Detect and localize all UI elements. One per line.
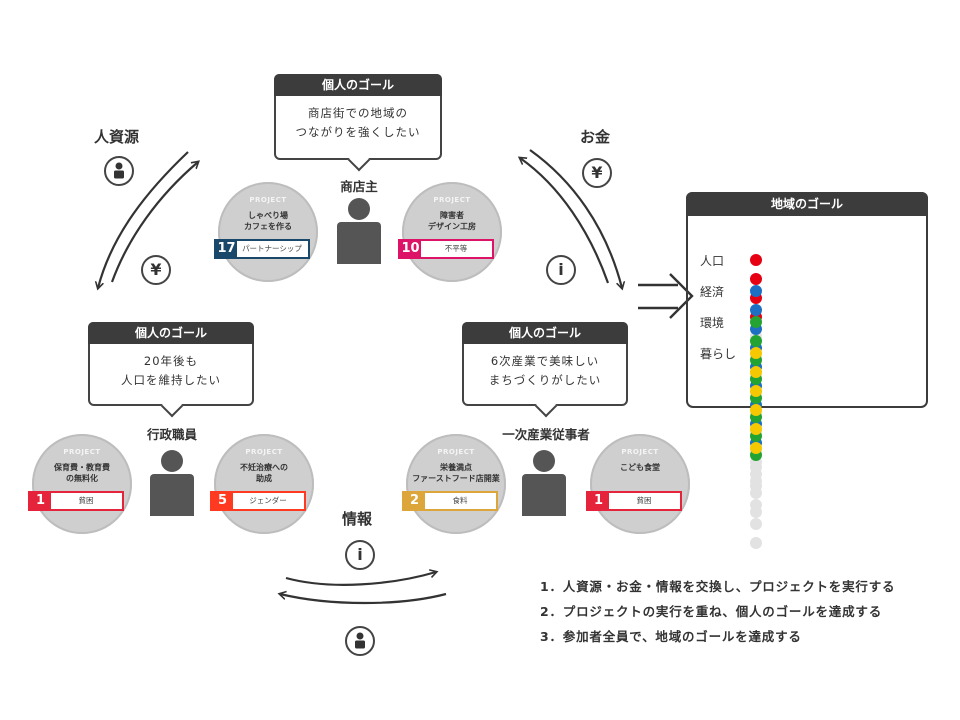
progress-dot-empty — [750, 537, 762, 549]
project-label: PROJECT — [621, 448, 659, 456]
resource-label-money: お金 — [580, 128, 611, 146]
project-title: 不妊治療への — [240, 463, 288, 472]
region-row-label: 暮らし — [700, 347, 737, 361]
personal-goal-left: 個人のゴール 20年後も 人口を維持したい — [88, 322, 254, 418]
arrow-bottom-left — [280, 594, 447, 605]
role-label-primary-industry: 一次産業従事者 — [502, 427, 590, 442]
project-fertility-support: PROJECT 不妊治療への助成 5 ジェンダー — [210, 434, 314, 534]
personal-goal-top: 個人のゴール 商店街での地域の つながりを強くしたい — [274, 74, 442, 172]
progress-dot-empty — [750, 499, 762, 511]
arrow-left-down — [98, 151, 189, 288]
sdg-tag: パートナーシップ — [242, 244, 302, 253]
sdg-number: 1 — [30, 493, 51, 509]
project-label: PROJECT — [63, 448, 101, 456]
progress-dot-filled — [750, 335, 762, 347]
project-label: PROJECT — [245, 448, 283, 456]
progress-dot-filled — [750, 347, 762, 359]
project-label: PROJECT — [437, 448, 475, 456]
goal-header: 個人のゴール — [274, 74, 442, 96]
region-row-label: 環境 — [700, 316, 725, 330]
progress-dot-filled — [750, 404, 762, 416]
progress-dot-filled — [750, 254, 762, 266]
project-title: ファーストフード店開業 — [412, 474, 500, 483]
project-title: しゃべり場 — [248, 211, 288, 220]
person-icon — [104, 156, 134, 186]
progress-dot-filled — [750, 385, 762, 397]
primary-industry-figure — [522, 450, 566, 516]
region-row-label: 経済 — [700, 285, 725, 299]
project-label: PROJECT — [433, 196, 471, 204]
goal-text-line: 商店街での地域の — [308, 106, 408, 120]
progress-dot-filled — [750, 316, 762, 328]
project-label: PROJECT — [249, 196, 287, 204]
regional-goal-header: 地域のゴール — [686, 192, 928, 216]
progress-dot-filled — [750, 285, 762, 297]
sdg-number: 10 — [400, 241, 421, 257]
region-arrow — [638, 273, 694, 319]
project-title: 障害者 — [440, 211, 464, 220]
arrow-right-up — [520, 158, 610, 284]
progress-dot-filled — [750, 273, 762, 285]
sdg-number: 1 — [588, 493, 609, 509]
progress-dot-filled — [750, 304, 762, 316]
info-icon: i — [345, 540, 375, 570]
yen-icon: ¥ — [141, 255, 171, 285]
project-design-studio: PROJECT 障害者デザイン工房 10 不平等 — [398, 182, 502, 282]
legend-item: 3．参加者全員で、地域のゴールを達成する — [540, 629, 802, 644]
project-fast-food: PROJECT 栄養満点ファーストフード店開業 2 食料 — [402, 434, 506, 534]
sdg-tag: ジェンダー — [249, 496, 287, 505]
personal-goal-right: 個人のゴール 6次産業で美味しい まちづくりがしたい — [462, 322, 628, 418]
goal-header: 個人のゴール — [462, 322, 628, 344]
yen-icon: ¥ — [582, 158, 612, 188]
project-title: こども食堂 — [620, 463, 660, 472]
resource-label-info: 情報 — [342, 510, 373, 528]
goal-header: 個人のゴール — [88, 322, 254, 344]
sdg-tag: 貧困 — [78, 496, 94, 505]
project-kids-cafeteria: PROJECT こども食堂 1 貧困 — [586, 434, 690, 534]
project-title: 保育費・教育費 — [54, 463, 110, 472]
regional-goal-panel: 地域のゴール 人口 経済 環境 暮らし — [686, 192, 928, 549]
person-icon — [345, 626, 375, 656]
goal-text-line: 人口を維持したい — [121, 373, 221, 387]
arrow-bottom-right — [285, 572, 436, 586]
progress-dot-empty — [750, 461, 762, 473]
progress-dot-empty — [750, 480, 762, 492]
role-label-government: 行政職員 — [146, 427, 197, 442]
goal-text-line: まちづくりがしたい — [488, 373, 602, 387]
goal-text-line: 20年後も — [143, 354, 199, 368]
arrow-right-down — [529, 149, 622, 288]
sdg-tag: 不平等 — [444, 244, 468, 253]
sdg-tag: 食料 — [452, 496, 468, 505]
sdg-tag: 貧困 — [636, 496, 652, 505]
role-label-shop-owner: 商店主 — [340, 179, 378, 194]
progress-dots — [750, 347, 765, 556]
progress-dot-filled — [750, 366, 762, 378]
info-icon: i — [546, 255, 576, 285]
arrow-left-up — [110, 162, 198, 283]
progress-dot-filled — [750, 423, 762, 435]
sdg-number: 2 — [404, 493, 425, 509]
project-title: 栄養満点 — [440, 463, 472, 472]
sdg-number: 17 — [216, 241, 237, 257]
legend-item: 2．プロジェクトの実行を重ね、個人のゴールを達成する — [540, 604, 882, 619]
progress-dot-filled — [750, 442, 762, 454]
resource-label-people: 人資源 — [94, 128, 140, 146]
legend-item: 1．人資源・お金・情報を交換し、プロジェクトを実行する — [540, 579, 896, 594]
sdg-number: 5 — [212, 493, 233, 509]
project-childcare-free: PROJECT 保育費・教育費の無料化 1 貧困 — [28, 434, 132, 534]
project-title: の無料化 — [66, 474, 98, 483]
project-title: 助成 — [256, 474, 272, 483]
project-title: デザイン工房 — [428, 222, 476, 231]
project-title: カフェを作る — [244, 222, 292, 231]
shop-owner-figure — [337, 198, 381, 264]
government-figure — [150, 450, 194, 516]
region-row-label: 人口 — [700, 254, 725, 268]
goal-text-line: つながりを強くしたい — [295, 125, 421, 139]
project-cafe: PROJECT しゃべり場カフェを作る 17 パートナーシップ — [214, 182, 318, 282]
progress-dot-empty — [750, 518, 762, 530]
goal-text-line: 6次産業で美味しい — [490, 354, 600, 368]
